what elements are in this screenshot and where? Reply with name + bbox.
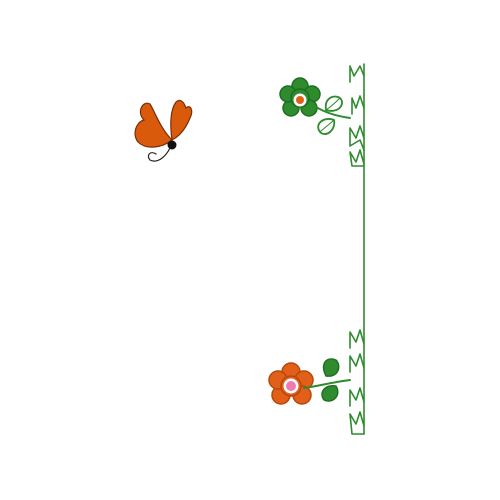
grass-bottom-cluster-3 (349, 387, 365, 407)
flower-icon-top (279, 77, 351, 135)
grass-top-cluster-4 (349, 149, 365, 167)
butterfly-body (167, 140, 177, 150)
butterfly-wing-left (134, 102, 173, 148)
butterfly-wing-right (170, 99, 193, 141)
butterfly-tail (147, 147, 171, 162)
top-flower-center (296, 96, 304, 104)
grass-bottom-cluster-2 (349, 353, 365, 373)
top-flower-stem (311, 103, 351, 119)
bottom-flower-stem (303, 379, 351, 389)
grass-icon (349, 63, 365, 435)
butterfly-icon (134, 99, 193, 162)
bottom-flower-leaf-upper (322, 358, 340, 377)
grass-bottom-cluster-1 (349, 329, 365, 349)
grass-top-cluster-1 (349, 65, 365, 83)
grass-top-cluster-3 (349, 125, 365, 151)
bottom-flower-center (286, 381, 296, 391)
grass-bottom-cluster-4 (349, 411, 365, 435)
flower-icon-bottom (268, 358, 351, 405)
bottom-flower-leaf-lower (321, 385, 339, 402)
grass-top-cluster-2 (351, 95, 365, 115)
